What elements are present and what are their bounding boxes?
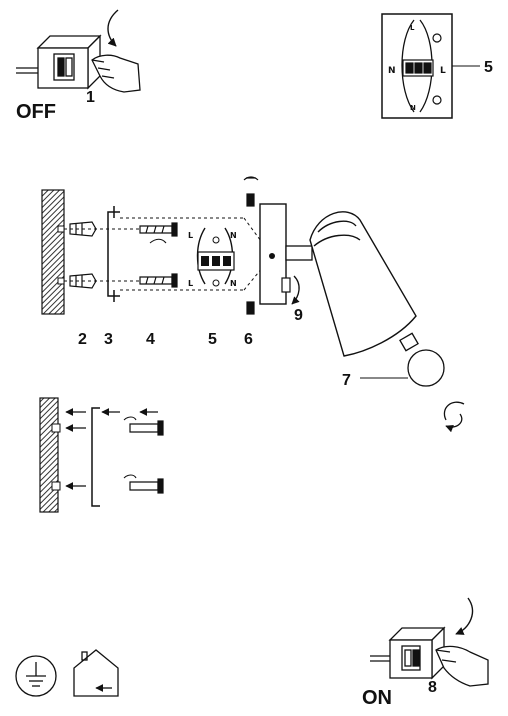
hand-on-icon	[435, 645, 489, 687]
detail-hole-top	[51, 423, 61, 433]
callout-6: 6	[244, 331, 253, 348]
lamp-arm	[285, 245, 313, 261]
block-letter-n-bottom: N	[230, 279, 237, 288]
detail-screws	[129, 420, 164, 494]
switch-off-panel: OFF 1	[16, 9, 141, 123]
inset-wire-letter-l: L	[410, 24, 415, 32]
detail-arrows	[65, 408, 158, 490]
inset-terminal-block	[402, 59, 434, 77]
screwdriver-turn-icon	[149, 238, 167, 244]
callout-3: 3	[104, 331, 113, 348]
inset-wire-letter-n: N	[410, 104, 416, 112]
block-letter-n-top: N	[230, 231, 237, 240]
block-letter-l-top: L	[188, 231, 193, 240]
rotate-arrow-on-icon	[455, 597, 474, 635]
callout-4: 4	[146, 331, 155, 348]
callout-9: 9	[294, 307, 303, 324]
step-number-1: 1	[86, 89, 95, 106]
earth-screw-bottom	[432, 95, 442, 105]
detail-wall	[39, 397, 59, 513]
light-bulb	[399, 332, 445, 387]
lamp-shade	[309, 211, 417, 357]
step-number-8: 8	[428, 679, 437, 696]
detail-turn-icons	[123, 416, 137, 479]
mounting-bracket	[107, 211, 120, 297]
callout-2: 2	[78, 331, 87, 348]
wall-hole-top	[57, 225, 65, 233]
earth-ground-icon	[15, 655, 57, 697]
inset-wire-left	[401, 19, 415, 113]
base-switch	[281, 277, 291, 293]
off-label: OFF	[16, 101, 56, 123]
switch-box-icon	[16, 34, 102, 90]
earth-screw-top	[432, 33, 442, 43]
screw-bottom	[139, 273, 178, 288]
terminal-inset-panel: N L L N 5	[381, 13, 493, 119]
hand-icon	[91, 54, 141, 93]
wall-hole-bottom	[57, 277, 65, 285]
detail-hole-bottom	[51, 481, 61, 491]
switch-box-on-icon	[370, 626, 446, 680]
house-indoor-icon	[73, 649, 119, 697]
rotate-direction-arrow	[291, 275, 300, 305]
screw-top	[139, 222, 178, 237]
fixing-screw-top	[243, 176, 259, 207]
assembly-panel: L N L N 2 3 4 5	[41, 176, 465, 427]
switch-on-panel: ON 8	[362, 597, 489, 709]
fixing-screw-bottom	[246, 301, 255, 315]
block-letter-l-bottom: L	[188, 279, 193, 288]
pivot-point	[269, 253, 275, 259]
bulb-rotate-icon	[444, 401, 465, 427]
callout-7: 7	[342, 372, 351, 389]
inset-letter-l: L	[440, 66, 446, 76]
wall-section	[41, 189, 65, 315]
detail-bracket	[91, 407, 100, 507]
inset-letter-n: N	[388, 66, 396, 76]
rotate-arrow-icon	[107, 9, 119, 47]
connector-block-assembly: L N L N	[188, 227, 237, 288]
inset-callout-5: 5	[484, 59, 493, 76]
callout-5: 5	[208, 331, 217, 348]
mounting-detail-panel	[39, 397, 164, 513]
on-label: ON	[362, 687, 392, 709]
